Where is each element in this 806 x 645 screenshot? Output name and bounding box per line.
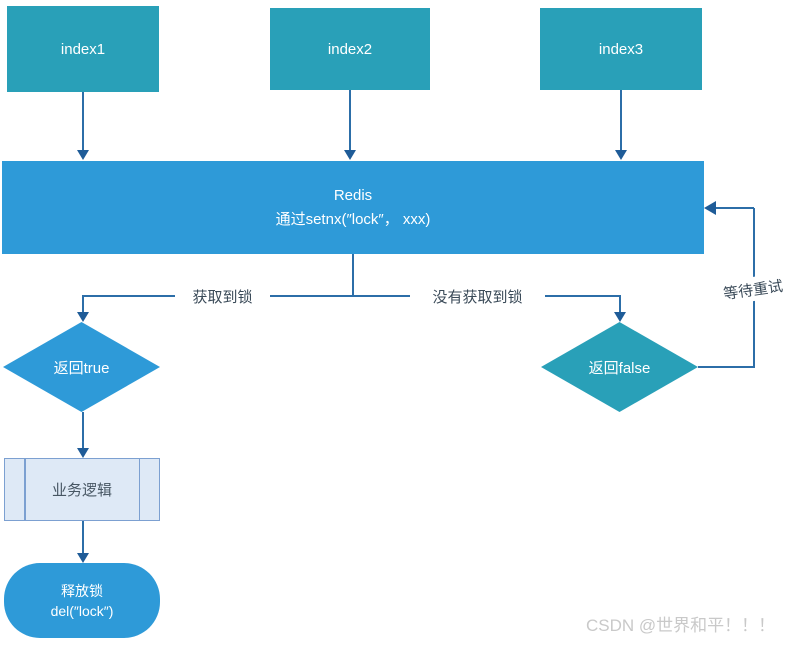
node-business-logic: 业务逻辑 bbox=[4, 458, 160, 521]
process-side-bar bbox=[24, 459, 26, 520]
arrowhead-down-icon bbox=[77, 448, 89, 458]
node-index1: index1 bbox=[7, 6, 159, 92]
process-side-bar bbox=[138, 459, 140, 520]
edge-business-to-release bbox=[82, 521, 84, 553]
edge-to-return-true bbox=[82, 295, 84, 312]
node-return-false: 返回false bbox=[541, 322, 698, 412]
node-redis: Redis 通过setnx(″lock″， xxx) bbox=[2, 161, 704, 254]
node-index3: index3 bbox=[540, 8, 702, 90]
edge-redis-branch-stem bbox=[352, 254, 354, 296]
arrowhead-down-icon bbox=[77, 312, 89, 322]
edge-label-not-acquired: 没有获取到锁 bbox=[410, 286, 545, 306]
edge-index1-to-redis bbox=[82, 92, 84, 150]
node-return-true-label: 返回true bbox=[53, 359, 110, 377]
arrowhead-down-icon bbox=[77, 553, 89, 563]
arrowhead-down-icon bbox=[77, 150, 89, 160]
arrowhead-down-icon bbox=[614, 312, 626, 322]
edge-retry-bottom bbox=[698, 366, 755, 368]
release-lock-line2: del(″lock″) bbox=[50, 602, 114, 619]
edge-to-return-false bbox=[619, 295, 621, 312]
release-lock-line1: 释放锁 bbox=[61, 582, 103, 599]
node-index3-label: index3 bbox=[598, 40, 644, 58]
watermark: CSDN @世界和平！！！ bbox=[586, 616, 776, 635]
edge-true-to-business bbox=[82, 412, 84, 448]
node-business-logic-label: 业务逻辑 bbox=[51, 482, 112, 499]
arrowhead-down-icon bbox=[344, 150, 356, 160]
edge-index2-to-redis bbox=[349, 90, 351, 150]
redis-title: Redis bbox=[333, 186, 373, 204]
node-release-lock: 释放锁 del(″lock″) bbox=[4, 563, 160, 638]
arrowhead-left-icon bbox=[704, 201, 716, 215]
edge-branch-split bbox=[82, 295, 621, 297]
node-index1-label: index1 bbox=[60, 40, 106, 58]
node-return-true: 返回true bbox=[3, 322, 160, 412]
arrowhead-down-icon bbox=[615, 150, 627, 160]
node-index2: index2 bbox=[270, 8, 430, 90]
edge-label-acquired: 获取到锁 bbox=[175, 286, 270, 306]
redis-subtitle: 通过setnx(″lock″， xxx) bbox=[275, 210, 431, 228]
edge-index3-to-redis bbox=[620, 90, 622, 150]
node-index2-label: index2 bbox=[327, 40, 373, 58]
node-return-false-label: 返回false bbox=[588, 359, 651, 377]
edge-retry-top bbox=[716, 207, 754, 209]
